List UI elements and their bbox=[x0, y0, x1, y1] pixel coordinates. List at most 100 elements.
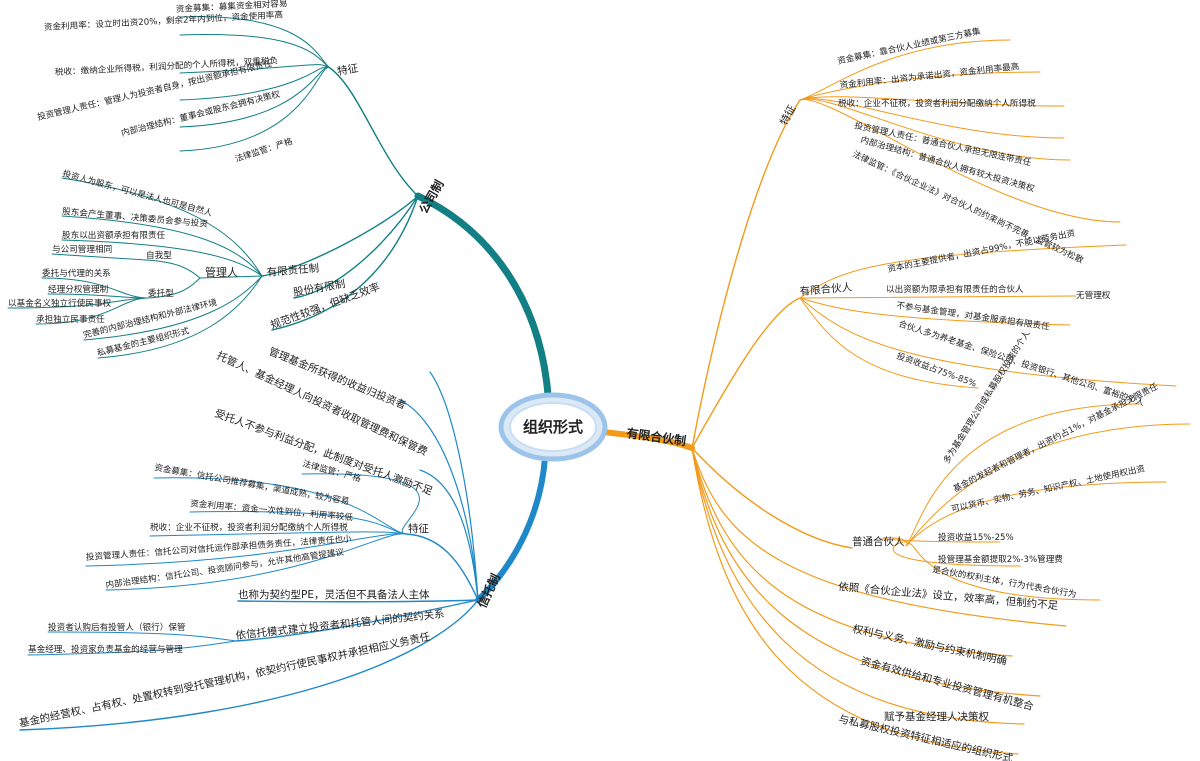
lp-item-link-3 bbox=[799, 297, 1177, 387]
entrust-item-link-0 bbox=[41, 277, 149, 299]
trust-feature-link-3 bbox=[149, 531, 407, 537]
company-trunk bbox=[414, 192, 552, 399]
partnership-feature-0: 资金募集：靠合伙人业绩或第三方募集 bbox=[836, 25, 982, 67]
ltd-label[interactable]: 有限责任制 bbox=[266, 261, 319, 279]
self-manage-link bbox=[145, 259, 201, 279]
ltd-more-link-1 bbox=[97, 275, 263, 359]
trust-features-label[interactable]: 特征 bbox=[408, 523, 429, 535]
company-feature-link-4 bbox=[179, 66, 331, 128]
entrust-link bbox=[147, 277, 201, 299]
company-features-link bbox=[329, 67, 419, 197]
company-feature-link-3 bbox=[179, 66, 331, 101]
partnership-branch-label[interactable]: 有限合伙制 bbox=[626, 425, 688, 448]
partnership-feature-link-2 bbox=[799, 96, 1065, 107]
partnership-feature-2: 税收：企业不征税，投资者利润分配缴纳个人所得税 bbox=[838, 97, 1036, 109]
ltd-link bbox=[261, 195, 419, 277]
entrust-item-1: 经理分权管理制 bbox=[48, 283, 108, 295]
gp-item-link-5 bbox=[905, 543, 1101, 601]
manager-label[interactable]: 管理人 bbox=[205, 265, 238, 279]
trust-top-link-2 bbox=[419, 469, 479, 601]
gp-label[interactable]: 普通合伙人 bbox=[852, 535, 905, 548]
trust-contract-pe: 也称为契约型PE，灵活但不具备法人主体 bbox=[238, 588, 430, 601]
company-feature-1: 资金利用率：设立时出资20%，剩余2年内到位，资金使用率高 bbox=[44, 8, 284, 33]
entrust-label[interactable]: 委托型 bbox=[148, 287, 174, 299]
lp-label[interactable]: 有限合伙人 bbox=[799, 280, 853, 298]
trust-top-link-0 bbox=[429, 371, 479, 601]
entrust-item-link-1 bbox=[47, 293, 149, 299]
lp-item-link-0 bbox=[799, 244, 1127, 299]
partnership-feature-link-0 bbox=[799, 39, 1011, 101]
trust-branch-label[interactable]: 信托制 bbox=[474, 571, 503, 610]
entrust-item-0: 委托与代理的关系 bbox=[42, 267, 111, 279]
partnership-more-link-0 bbox=[691, 447, 1067, 627]
entrust-item-3: 承担独立民事责任 bbox=[36, 313, 105, 325]
partnership-more-link-2 bbox=[691, 447, 1041, 697]
center-node[interactable]: 组织形式 bbox=[498, 392, 608, 462]
norm-link bbox=[271, 195, 419, 331]
company-feature-link-5 bbox=[179, 67, 331, 152]
partnership-more-3: 赋予基金经理人决策权 bbox=[884, 710, 989, 723]
trust-feature-link-2 bbox=[189, 511, 407, 535]
gp-item-4: 投管理基金额提取2%-3%管理费 bbox=[938, 553, 1063, 565]
lp-item-link-4 bbox=[799, 297, 979, 389]
trust-transfer-link bbox=[19, 599, 479, 731]
self-manage-label[interactable]: 自我型 bbox=[146, 249, 172, 261]
company-features-label[interactable]: 特征 bbox=[336, 62, 359, 78]
partnership-feature-1: 资金利用率：出资为承诺出资，资金利用率最高 bbox=[839, 60, 1020, 91]
ltd-item-link-2 bbox=[61, 239, 263, 277]
ltd-more-link-0 bbox=[83, 275, 263, 341]
gp-item-link-4 bbox=[892, 541, 1021, 567]
ltd-item-link-1 bbox=[61, 215, 263, 277]
gp-item-link-2 bbox=[905, 481, 1167, 547]
partnership-feature-link-5 bbox=[799, 99, 1121, 223]
lp-link bbox=[691, 297, 801, 449]
trust-top-link-1 bbox=[399, 399, 479, 601]
trust-relation-link bbox=[235, 599, 479, 642]
trust-contract-link bbox=[237, 599, 479, 603]
trust-relation-item-link-1 bbox=[27, 640, 237, 656]
gp-link bbox=[691, 447, 853, 549]
center-label: 组织形式 bbox=[523, 418, 583, 436]
company-feature-5: 法律监管：严格 bbox=[233, 135, 294, 165]
trust-relation-item-1: 基金经理、投资家负责基金的经营与管理 bbox=[28, 643, 183, 655]
lp-item-link-2 bbox=[799, 297, 1071, 326]
partnership-more-link-3 bbox=[691, 447, 1025, 725]
trust-feature-link-1 bbox=[153, 477, 407, 535]
ltd-item-link-0 bbox=[61, 177, 263, 277]
lp-item-link-1 bbox=[799, 295, 1077, 299]
self-manage-item: 与公司管理相同 bbox=[52, 243, 112, 255]
node-labels: 公司制 特征 资金募集：募集资金相对容易 资金利用率：设立时出资20%，剩余2年… bbox=[8, 0, 1160, 761]
company-feature-link-1 bbox=[179, 33, 331, 69]
trust-relation-item-link-0 bbox=[47, 631, 237, 642]
share-link bbox=[293, 195, 419, 299]
branch-lines bbox=[7, 16, 1191, 755]
lp-item-1: 以出资额为限承担有限责任的合伙人 bbox=[886, 283, 1024, 295]
ltd-item-2: 股东以出资额承担有限责任 bbox=[62, 229, 166, 241]
trust-feature-link-5 bbox=[105, 533, 407, 591]
entrust-item-link-3 bbox=[35, 297, 149, 325]
trust-relation-item-0: 投资者认购后有投管人（银行）保管 bbox=[48, 621, 186, 633]
company-feature-link-2 bbox=[179, 64, 331, 74]
trust-trunk bbox=[475, 455, 548, 603]
partnership-trunk bbox=[600, 429, 695, 451]
partnership-features-link bbox=[691, 99, 801, 449]
entrust-item-2: 以基金名义独立行使民事权 bbox=[8, 297, 112, 309]
partnership-more-link-1 bbox=[691, 447, 1013, 657]
gp-item-2: 可以货币、实物、劳务、知识产权、土地使用权出资 bbox=[950, 462, 1146, 515]
trust-feature-3: 税收：企业不征税，投资者利润分配缴纳个人所得税 bbox=[150, 521, 348, 533]
lp-item-0: 资本的主要提供者，出资占99%，不能以劳务出资 bbox=[886, 227, 1076, 275]
partnership-feature-link-3 bbox=[799, 98, 1065, 139]
manager-link bbox=[199, 275, 263, 279]
partnership-more-2: 资金有效供给和专业投资管理有机整合 bbox=[859, 654, 1035, 713]
gp-item-3: 投资收益15%-25% bbox=[938, 531, 1014, 543]
trust-feature-link-0 bbox=[301, 473, 420, 535]
company-feature-link-0 bbox=[179, 16, 331, 69]
gp-item-link-3 bbox=[882, 537, 1001, 547]
gp-item-link-0 bbox=[905, 403, 1141, 547]
trust-features-link bbox=[405, 533, 479, 601]
partnership-feature-link-1 bbox=[799, 71, 1041, 101]
partnership-feature-link-4 bbox=[799, 98, 1071, 161]
entrust-item-link-2 bbox=[7, 297, 149, 309]
gp-item-link-1 bbox=[905, 423, 1191, 547]
